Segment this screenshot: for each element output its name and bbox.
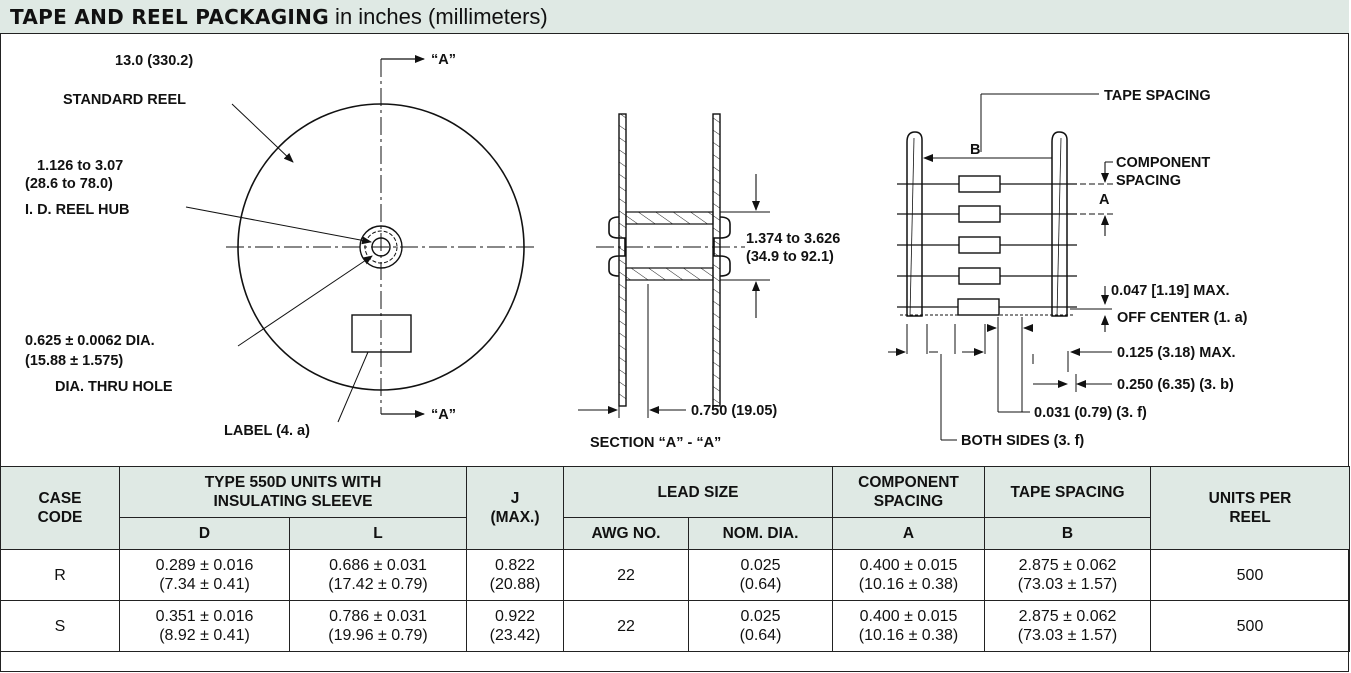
a-header: A [832, 517, 986, 550]
d-in: 0.351 ± 0.016 [155, 608, 254, 625]
b-dim-label: B [970, 142, 980, 158]
b-in: 2.875 ± 0.062 [1018, 608, 1117, 625]
l-in: 0.686 ± 0.031 [329, 557, 427, 574]
component-spacing-header: COMPONENT SPACING [832, 466, 986, 518]
a-cell: 0.400 ± 0.015 (10.16 ± 0.38) [832, 549, 986, 601]
reel-label-callout: LABEL (4. a) [224, 423, 310, 439]
d-mm: (8.92 ± 0.41) [159, 627, 250, 644]
l-header: L [289, 517, 467, 550]
spec-table: CASE CODE TYPE 550D UNITS WITH INSULATIN… [0, 466, 1351, 652]
l-cell: 0.786 ± 0.031 (19.96 ± 0.79) [289, 600, 467, 652]
lead-size-header: LEAD SIZE [562, 466, 834, 518]
section-view: 1.374 to 3.626 (34.9 to 92.1) 0.750 (19.… [578, 113, 840, 451]
table-row: S 0.351 ± 0.016 (8.92 ± 0.41) 0.786 ± 0.0… [0, 600, 1351, 652]
case-cell: R [0, 549, 120, 601]
gap-range-mm: (34.9 to 92.1) [746, 249, 834, 265]
section-width: 0.750 (19.05) [691, 403, 777, 419]
b-cell: 2.875 ± 0.062 (73.03 ± 1.57) [984, 600, 1152, 652]
val-031: 0.031 (0.79) (3. f) [1034, 405, 1147, 421]
packaging-drawing: “A” “A” 13.0 (330.2) STANDARD REEL 1.126… [25, 52, 1248, 451]
j-in: 0.922 [494, 608, 536, 625]
title-bar: TAPE AND REEL PACKAGING in inches (milli… [0, 0, 1349, 34]
units-cell: 500 [1150, 549, 1351, 601]
a-dim-label: A [1099, 192, 1110, 208]
nom-dia-cell: 0.025 (0.64) [687, 600, 834, 652]
b-cell: 2.875 ± 0.062 (73.03 ± 1.57) [984, 549, 1152, 601]
hole-dia-mm: (15.88 ± 1.575) [25, 353, 123, 369]
j-mm: (20.88) [489, 576, 541, 593]
b-in: 2.875 ± 0.062 [1018, 557, 1117, 574]
nom-mm: (0.64) [739, 576, 782, 593]
off-center-label: OFF CENTER (1. a) [1117, 310, 1248, 326]
awg-cell: 22 [563, 600, 689, 652]
awg-header: AWG NO. [563, 517, 689, 550]
l-cell: 0.686 ± 0.031 (17.42 ± 0.79) [289, 549, 467, 601]
hub-range: 1.126 to 3.07 [37, 158, 123, 174]
d-in: 0.289 ± 0.016 [155, 557, 254, 574]
units-per-reel-header: UNITS PER REEL [1150, 466, 1351, 550]
max-125: 0.125 (3.18) MAX. [1117, 345, 1235, 361]
b-mm: (73.03 ± 1.57) [1017, 627, 1118, 644]
section-caption: SECTION “A” - “A” [590, 435, 721, 451]
title-light: in inches (millimeters) [328, 4, 548, 29]
hole-dia: 0.625 ± 0.0062 DIA. [25, 333, 155, 349]
val-250: 0.250 (6.35) (3. b) [1117, 377, 1234, 393]
d-cell: 0.289 ± 0.016 (7.34 ± 0.41) [119, 549, 290, 601]
standard-reel: STANDARD REEL [63, 92, 186, 108]
gap-range: 1.374 to 3.626 [746, 231, 840, 247]
a-mm: (10.16 ± 0.38) [858, 576, 959, 593]
spacing-label: SPACING [1116, 173, 1181, 189]
case-code-header: CASE CODE [0, 466, 120, 550]
reel-view: “A” “A” 13.0 (330.2) STANDARD REEL 1.126… [25, 52, 536, 439]
nom-in: 0.025 [740, 557, 781, 574]
units-cell: 500 [1150, 600, 1351, 652]
type-units-header: TYPE 550D UNITS WITH INSULATING SLEEVE [119, 466, 467, 518]
a-in: 0.400 ± 0.015 [859, 608, 958, 625]
j-cell: 0.822 (20.88) [466, 549, 564, 601]
nom-mm: (0.64) [739, 627, 782, 644]
reel-dia: 13.0 (330.2) [115, 53, 193, 69]
j-mm: (23.42) [489, 627, 541, 644]
tape-view: TAPE SPACING B COMPONENT SPACING A 0.047… [888, 88, 1248, 449]
l-mm: (19.96 ± 0.79) [328, 627, 428, 644]
d-header: D [119, 517, 290, 550]
l-in: 0.786 ± 0.031 [329, 608, 427, 625]
both-sides: BOTH SIDES (3. f) [961, 433, 1084, 449]
page-title: TAPE AND REEL PACKAGING in inches (milli… [10, 4, 548, 30]
l-mm: (17.42 ± 0.79) [328, 576, 428, 593]
case-cell: S [0, 600, 120, 652]
nom-in: 0.025 [740, 608, 781, 625]
off-center-value: 0.047 [1.19] MAX. [1111, 283, 1229, 299]
a-in: 0.400 ± 0.015 [859, 557, 958, 574]
awg-cell: 22 [563, 549, 689, 601]
b-mm: (73.03 ± 1.57) [1017, 576, 1118, 593]
j-cell: 0.922 (23.42) [466, 600, 564, 652]
section-mark-top: “A” [431, 52, 456, 68]
j-max-line2: (MAX.) [490, 509, 540, 526]
hub-range-mm: (28.6 to 78.0) [25, 176, 113, 192]
component-label: COMPONENT [1116, 155, 1210, 171]
hole-label: DIA. THRU HOLE [55, 379, 173, 395]
section-mark-bottom: “A” [431, 407, 456, 423]
b-header: B [984, 517, 1152, 550]
title-bold: TAPE AND REEL PACKAGING [10, 5, 329, 29]
a-cell: 0.400 ± 0.015 (10.16 ± 0.38) [832, 600, 986, 652]
tape-spacing-header: TAPE SPACING [984, 466, 1152, 518]
j-max-line1: J [510, 490, 520, 507]
d-cell: 0.351 ± 0.016 (8.92 ± 0.41) [119, 600, 290, 652]
table-row: R 0.289 ± 0.016 (7.34 ± 0.41) 0.686 ± 0.0… [0, 549, 1351, 601]
tape-spacing-label: TAPE SPACING [1104, 88, 1211, 104]
d-mm: (7.34 ± 0.41) [159, 576, 250, 593]
reel-label-rect [351, 314, 412, 353]
nom-dia-header: NOM. DIA. [687, 517, 834, 550]
nom-dia-cell: 0.025 (0.64) [687, 549, 834, 601]
hub-label: I. D. REEL HUB [25, 202, 129, 218]
j-in: 0.822 [494, 557, 536, 574]
a-mm: (10.16 ± 0.38) [858, 627, 959, 644]
j-max-header: J (MAX.) [466, 466, 564, 550]
